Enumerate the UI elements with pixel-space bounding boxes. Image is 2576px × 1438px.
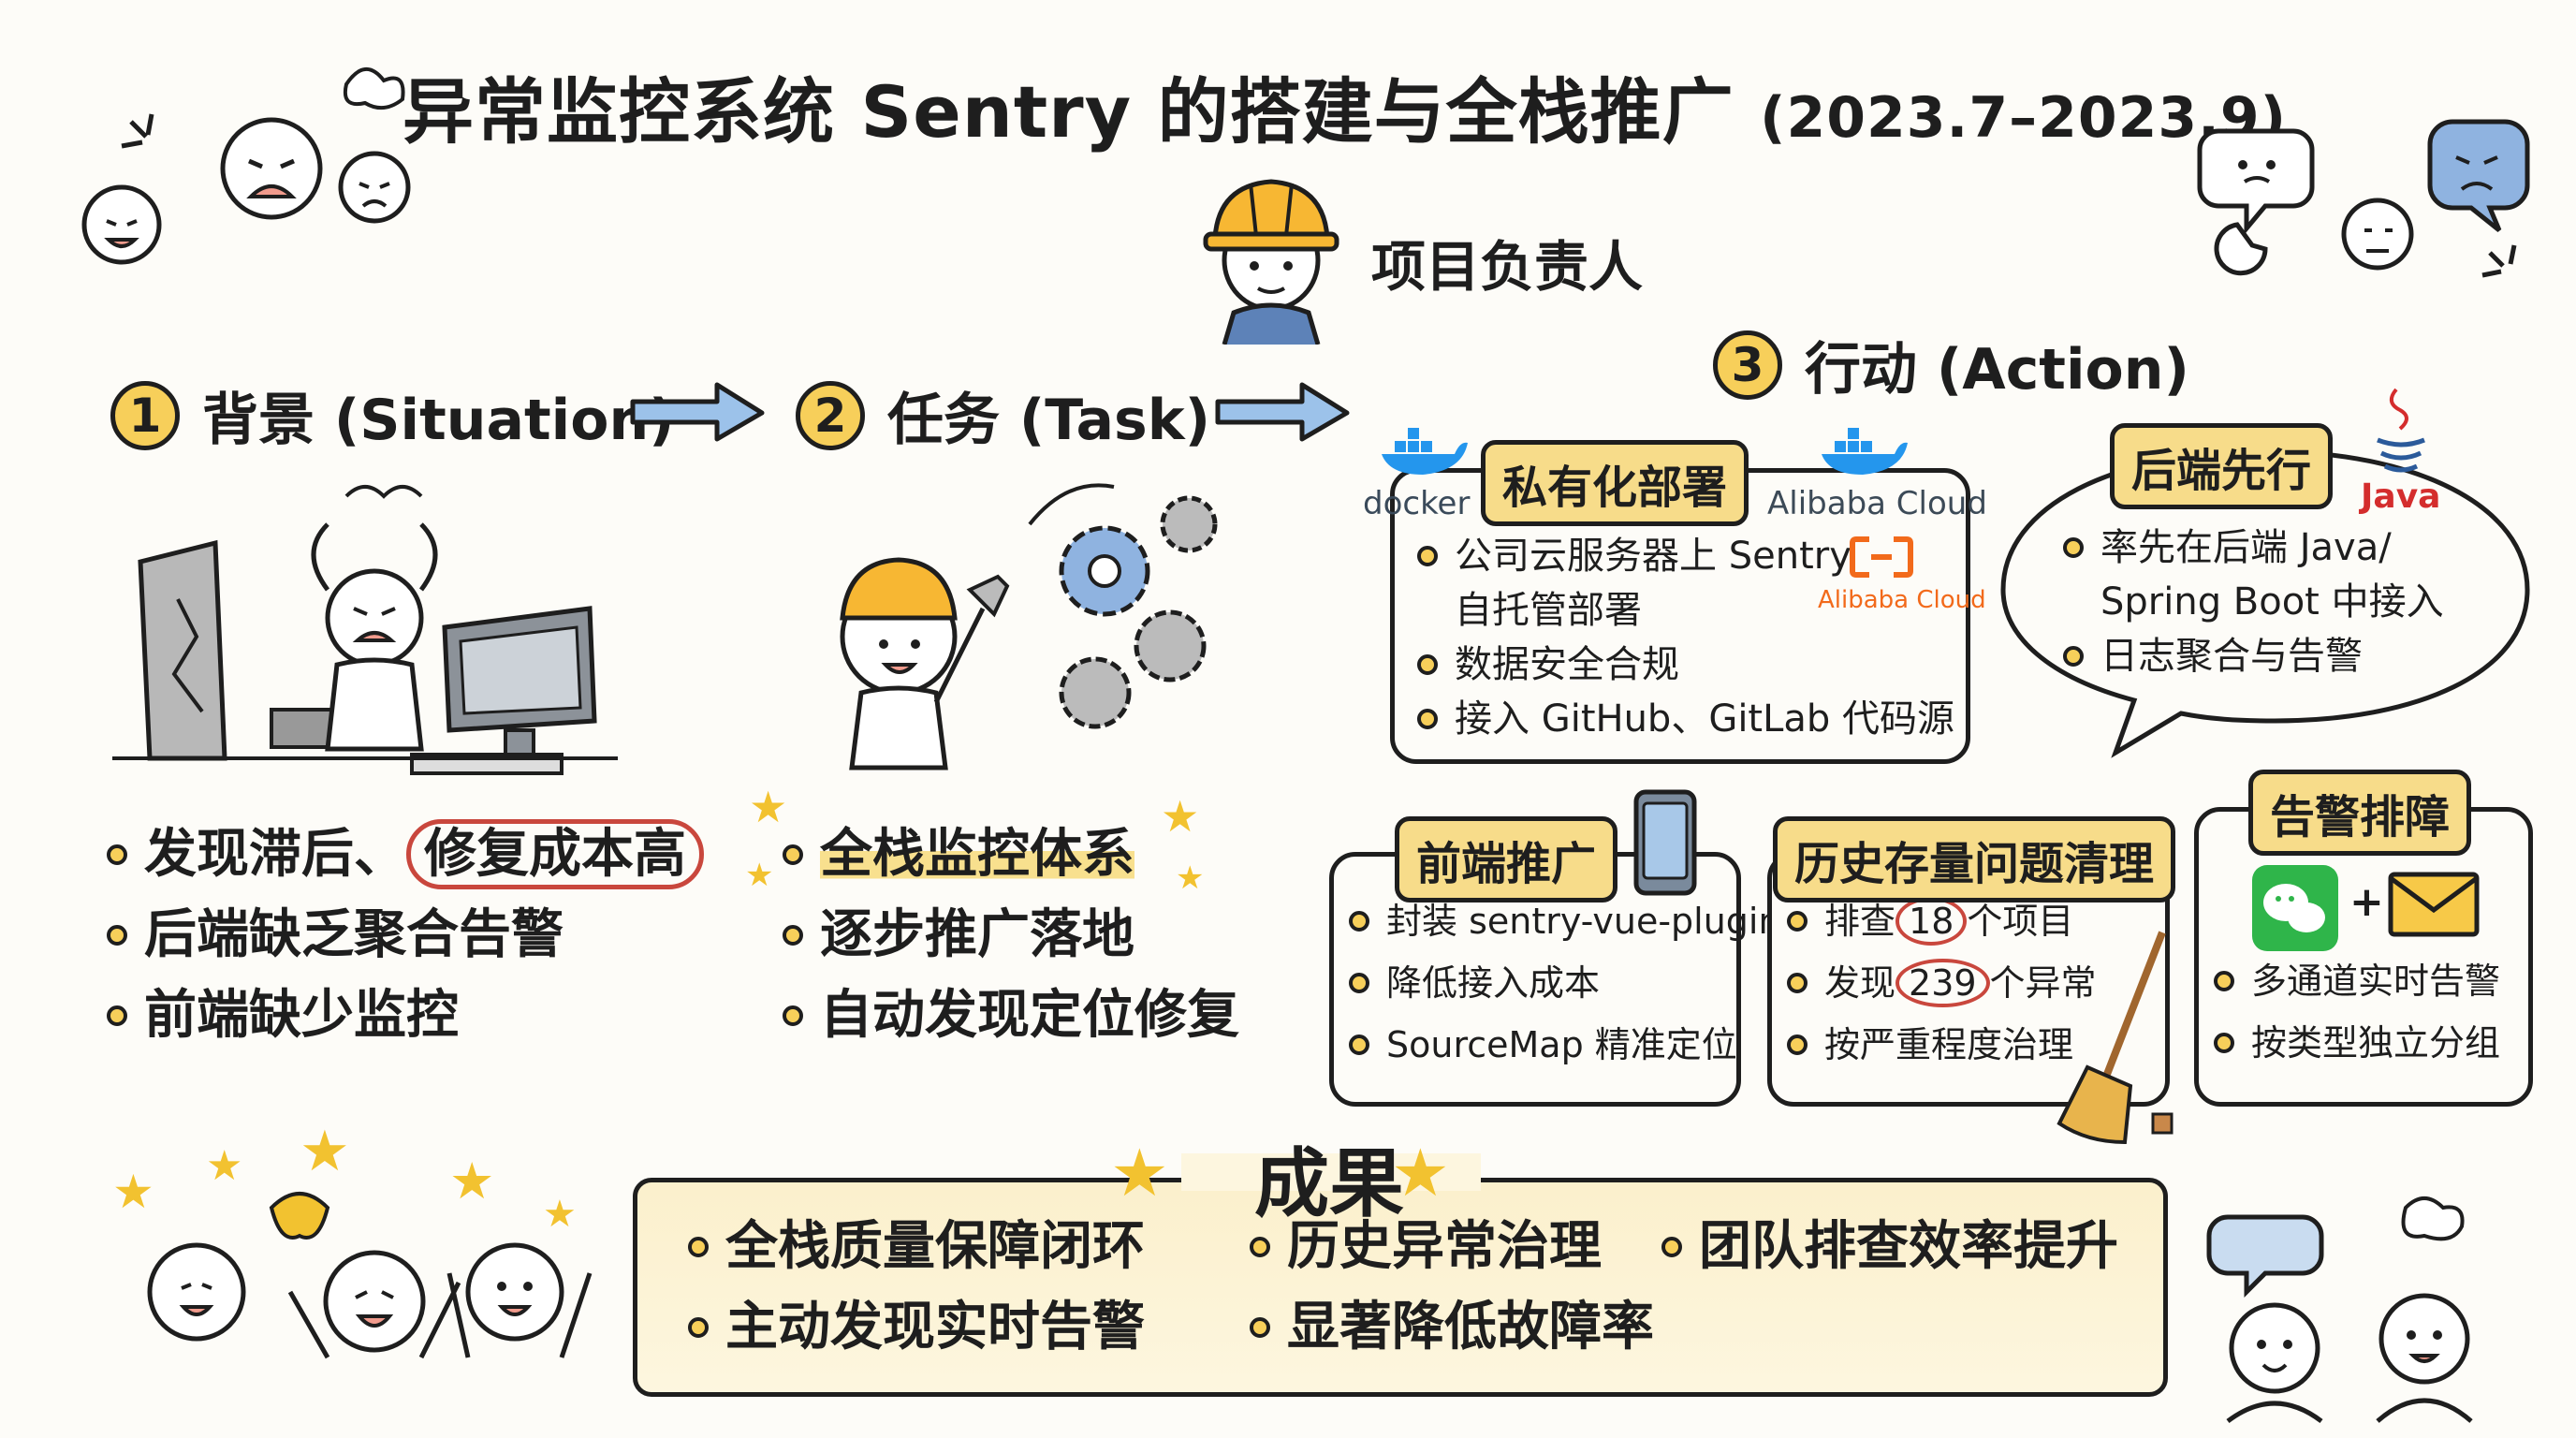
history-item: 按严重程度治理 [1783,1014,2097,1076]
private-deploy-item: 接入 GitHub、GitLab 代码源 [1413,692,1954,746]
star-icon: ★ [1176,859,1205,897]
frontend-item: 降低接入成本 [1345,952,1781,1014]
frontend-list: 封装 sentry-vue-plugin 降低接入成本 SourceMap 精准… [1345,890,1781,1076]
plus-sign: + [2349,878,2384,926]
page-title: 异常监控系统 Sentry 的搭建与全栈推广 (2023.7–2023.9) [402,54,2287,157]
private-deploy-item: 公司云服务器上 Sentry [1413,529,1954,583]
alibaba-cloud-logo-icon [1850,536,1913,578]
docker-whale-icon [1382,428,1468,475]
smartphone-icon [1633,789,1697,896]
svg-text:★: ★ [112,1165,154,1219]
history-tag: 历史存量问题清理 [1773,816,2176,902]
email-envelope-icon [2388,872,2480,937]
alert-list: 多通道实时告警 按类型独立分组 [2210,950,2500,1074]
owner-label: 项目负责人 [1371,235,1644,299]
speech-bubble-icon [2000,448,2530,758]
situation-item: 发现滞后、修复成本高 [103,814,704,895]
result-title-backdrop [1181,1153,1481,1191]
frontend-tag: 前端推广 [1395,816,1618,902]
frontend-item: SourceMap 精准定位 [1345,1014,1781,1076]
java-label: Java [2361,477,2441,516]
java-coffee-icon [2377,388,2425,473]
situation-title: 背景 (Situation) [202,388,675,453]
task-item: 自动发现定位修复 [779,976,1239,1056]
title-text: 异常监控系统 Sentry 的搭建与全栈推广 [402,70,1734,154]
engineer-gears-illustration-icon [840,483,1218,770]
svg-text:★: ★ [449,1152,494,1211]
result-item: 显著降低故障率 [1246,1287,1654,1368]
private-deploy-tag: 私有化部署 [1481,440,1749,526]
alert-tag: 告警排障 [2248,770,2472,856]
result-col-3: 团队排查效率提升 [1658,1207,2118,1287]
private-deploy-item: 数据安全合规 [1413,638,1954,692]
star-icon: ★ [1161,791,1200,842]
project-count: 18 [1895,897,1968,946]
backend-first-item: 率先在后端 Java/ [2059,521,2444,575]
task-item: 全栈监控体系 [779,814,1239,895]
engineer-avatar-icon [1203,179,1339,345]
result-col-2: 历史异常治理 显著降低故障率 [1246,1207,1654,1368]
broom-icon [2056,931,2174,1145]
private-deploy-item-cont: 自托管部署 [1455,589,1642,632]
celebrating-team-icon: ★ ★ ★ ★ ★ [112,1123,593,1359]
wechat-icon [2252,865,2338,951]
docker-label: docker [1363,485,1471,522]
chat-faces-icon [2197,119,2530,278]
broken-computer-illustration-icon [112,485,618,775]
alibaba-cloud-label: Alibaba Cloud [1767,485,1987,522]
arrow-right-icon [1215,382,1350,442]
alibaba-cloud-small-label: Alibaba Cloud [1818,586,1986,614]
star-icon: ★ [749,782,788,832]
situation-number: 1 [110,380,180,450]
alert-item: 按类型独立分组 [2210,1012,2500,1074]
situation-heading: 1 背景 (Situation) [110,374,675,456]
result-item: 团队排查效率提升 [1658,1207,2118,1287]
backend-first-list: 率先在后端 Java/ Spring Boot 中接入 日志聚合与告警 [2059,521,2444,683]
star-icon: ★ [745,857,774,894]
private-deploy-list: 公司云服务器上 Sentry 自托管部署 数据安全合规 接入 GitHub、Gi… [1413,529,1954,746]
result-item: 历史异常治理 [1246,1207,1654,1287]
backend-first-item-cont: Spring Boot 中接入 [2100,580,2444,624]
star-icon: ★ [1110,1135,1169,1211]
highlight-cost: 修复成本高 [406,819,704,889]
arrow-right-icon [630,382,765,442]
chatting-team-icon [2206,1196,2473,1423]
backend-first-item: 日志聚合与告警 [2059,629,2444,683]
situation-item: 后端缺乏聚合告警 [103,895,704,976]
action-number: 3 [1713,330,1782,400]
svg-text:★: ★ [543,1193,577,1236]
situation-item: 前端缺少监控 [103,976,704,1056]
task-heading: 2 任务 (Task) [796,374,1210,456]
svg-text:★: ★ [206,1142,242,1190]
svg-text:★: ★ [300,1123,350,1184]
result-col-1: 全栈质量保障闭环 主动发现实时告警 [684,1207,1145,1368]
alert-card: 多通道实时告警 按类型独立分组 [2194,807,2533,1107]
task-list: 全栈监控体系 逐步推广落地 自动发现定位修复 [779,814,1239,1056]
title-date: (2023.7–2023.9) [1760,85,2288,151]
action-heading: 3 行动 (Action) [1713,324,2189,405]
result-title: 成果 [1254,1140,1404,1227]
alert-item: 多通道实时告警 [2210,950,2500,1012]
task-number: 2 [796,380,865,450]
task-item: 逐步推广落地 [779,895,1239,976]
exception-count: 239 [1895,959,1990,1007]
result-item: 全栈质量保障闭环 [684,1207,1145,1287]
frustrated-faces-icon [81,67,411,265]
backend-first-tag: 后端先行 [2110,423,2334,509]
frontend-item: 封装 sentry-vue-plugin [1345,890,1781,952]
situation-list: 发现滞后、修复成本高 后端缺乏聚合告警 前端缺少监控 [103,814,704,1056]
result-item: 主动发现实时告警 [684,1287,1145,1368]
result-card: 全栈质量保障闭环 主动发现实时告警 历史异常治理 显著降低故障率 团队排查效率提… [633,1178,2168,1397]
action-title: 行动 (Action) [1805,337,2189,403]
task-title: 任务 (Task) [887,388,1211,453]
star-icon: ★ [1391,1135,1450,1211]
docker-whale-icon [1822,428,1908,475]
